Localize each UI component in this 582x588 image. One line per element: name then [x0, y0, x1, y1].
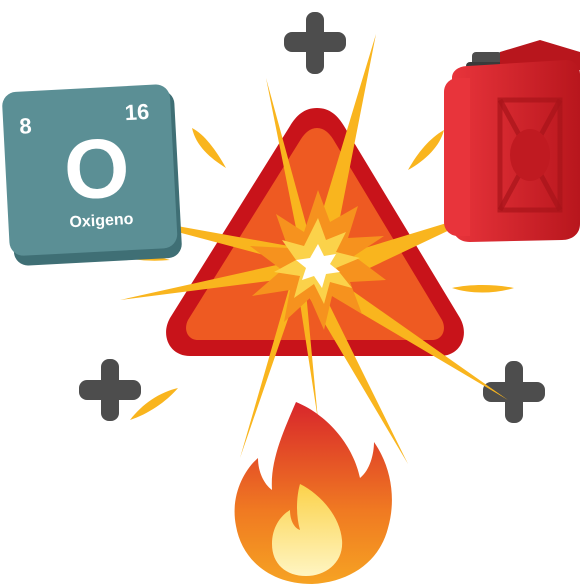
flame-icon	[235, 402, 392, 584]
red-jerrycan-icon	[444, 40, 580, 242]
element-name: Oxigeno	[69, 211, 134, 231]
plus-icon-left	[79, 359, 141, 421]
mass-number: 16	[124, 99, 150, 125]
atomic-number: 8	[19, 113, 33, 139]
plus-icon-right	[483, 361, 545, 423]
plus-icon-top	[284, 12, 346, 74]
element-symbol: O	[62, 120, 132, 217]
